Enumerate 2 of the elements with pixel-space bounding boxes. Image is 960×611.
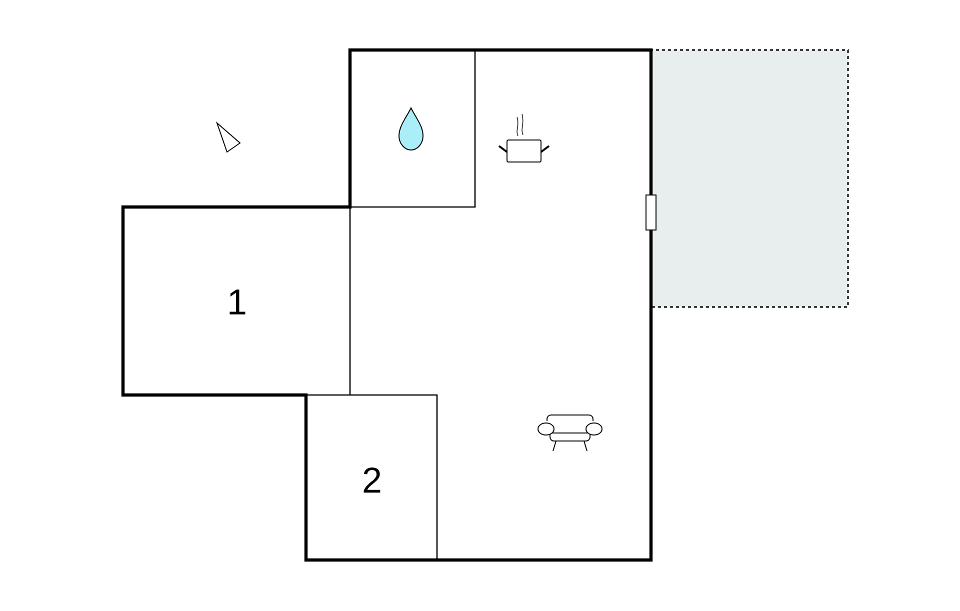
room-number: 2 bbox=[364, 467, 380, 493]
room-number: 1 bbox=[230, 290, 246, 314]
